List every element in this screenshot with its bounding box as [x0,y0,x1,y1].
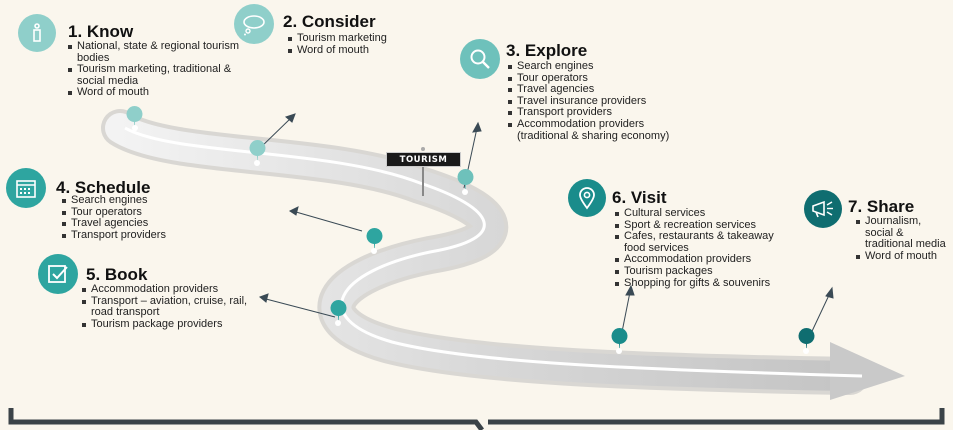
list-item: Accommodation providers [81,283,251,296]
list-item: Travel agencies [507,84,697,96]
pin-icon [330,300,347,325]
list-item: Cafes, restaurants & takeaway food servi… [614,230,794,254]
step-title: 7. Share [848,197,915,216]
magnifier-icon [460,39,500,79]
list-item: Tourism package providers [81,318,251,331]
pin-icon [126,106,143,131]
step-title: 3. Explore [506,41,588,60]
list-item: Travel insurance providers [507,95,697,108]
list-item: Tourism packages [614,265,794,278]
step-list: Accommodation providers Transport – avia… [81,283,251,331]
pin-icon [611,328,628,353]
thought-cloud-icon [234,4,274,44]
tourism-sign: TOURISM [386,152,461,167]
info-icon [18,14,56,52]
list-item: Tour operators [61,206,201,219]
list-item: Travel agencies [61,218,201,230]
step-title: 2. Consider [283,12,376,31]
pin-icon [798,328,815,353]
list-item: Word of mouth [287,44,427,57]
road-arrowhead [830,342,905,400]
step-title: 1. Know [68,22,134,41]
pin-icon [366,228,383,253]
map-pins [126,106,815,354]
list-item: Tourism marketing, traditional & social … [67,63,247,87]
step-list: Tourism marketing Word of mouth [287,32,427,57]
list-item: Accommodation providers (traditional & s… [507,118,697,142]
step-list: Search engines Tour operators Travel age… [507,60,697,142]
list-item: Tour operators [507,72,697,85]
list-item: Sport & recreation services [614,219,794,232]
road-centerline [124,126,863,378]
list-item: Search engines [61,194,201,207]
list-item: Cultural services [614,207,794,220]
list-item: Transport – aviation, cruise, rail, road… [81,295,251,319]
checkbox-icon [38,254,78,294]
calendar-icon [6,168,46,208]
list-item: Word of mouth [67,87,247,99]
list-item: Journalism, social & traditional media [855,215,951,251]
step-list: Cultural services Sport & recreation ser… [614,207,794,290]
list-item: Search engines [507,60,697,73]
list-item: Transport providers [507,107,697,119]
step-title: 6. Visit [612,188,667,207]
list-item: Transport providers [61,229,201,242]
pin-icon [457,169,474,194]
step-list: Journalism, social & traditional media W… [855,215,951,263]
bottom-bracket [8,408,945,430]
list-item: Tourism marketing [287,32,427,45]
list-item: National, state & regional tourism bodie… [67,40,247,64]
list-item: Shopping for gifts & souvenirs [614,277,794,290]
list-item: Accommodation providers [614,254,794,266]
list-item: Word of mouth [855,250,951,263]
step-list: Search engines Tour operators Travel age… [61,194,201,242]
step-title: 5. Book [86,265,148,284]
step-list: National, state & regional tourism bodie… [67,40,247,99]
pin-icon [249,140,266,165]
megaphone-icon [804,190,842,228]
location-pin-icon [568,179,606,217]
step-title: 4. Schedule [56,178,151,197]
